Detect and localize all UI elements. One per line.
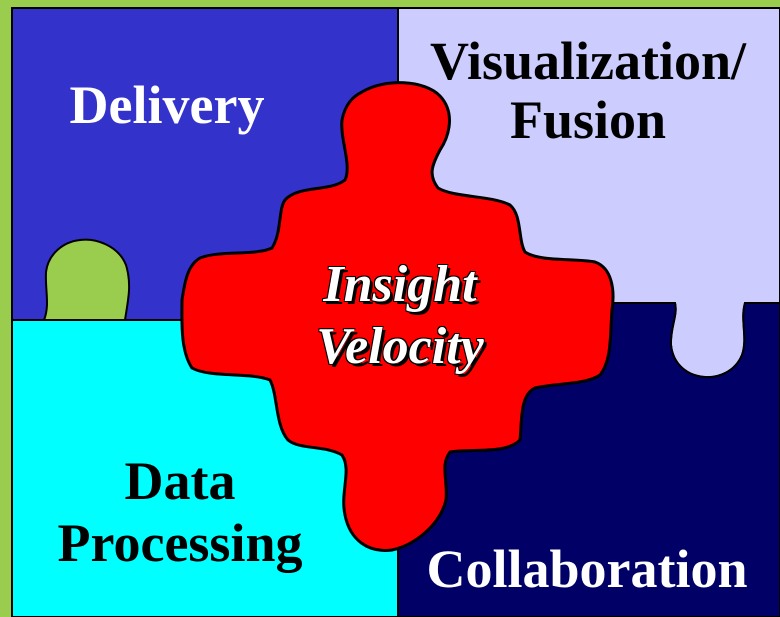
insight-velocity-piece <box>180 81 615 552</box>
visualization-fusion-label: Visualization/ Fusion <box>388 31 780 151</box>
visualization-label-line1: Visualization/ <box>429 31 747 91</box>
insight-velocity-label: Insight Velocity <box>240 254 560 379</box>
data-processing-label-line1: Data <box>124 451 236 511</box>
visualization-label-line2: Fusion <box>509 90 667 151</box>
insight-velocity-label-line1: Insight <box>323 256 477 313</box>
collaboration-label: Collaboration <box>426 539 748 599</box>
delivery-label: Delivery <box>69 75 265 135</box>
insight-velocity-label-line2: Velocity <box>316 318 484 376</box>
data-processing-label-line2: Processing <box>57 513 303 574</box>
data-processing-label: Data Processing <box>20 450 340 574</box>
